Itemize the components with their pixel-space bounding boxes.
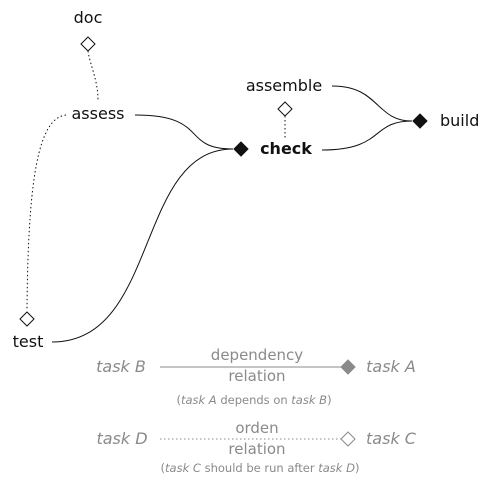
dependency-marker-icon: [412, 113, 428, 129]
legend-order-label-line1: orden: [235, 419, 278, 437]
dependency-marker-icon: [233, 141, 249, 157]
node-check: check: [260, 139, 312, 158]
edge-test-check: [51, 148, 234, 343]
edge-assess-check: [134, 114, 234, 150]
node-assess: assess: [72, 104, 125, 123]
node-assemble: assemble: [246, 76, 322, 95]
legend-dependency-marker-icon: [340, 359, 356, 375]
legend-dependency-note: (task A depends on task B): [176, 393, 331, 407]
legend-dependency-label-line2: relation: [228, 367, 285, 385]
node-doc: doc: [74, 8, 103, 27]
legend-order-to-task: task C: [366, 429, 417, 448]
edge-check-build: [321, 120, 413, 151]
node-build: build: [440, 111, 479, 130]
order-marker-icon: [80, 36, 96, 52]
legend-order-from-task: task D: [96, 429, 147, 448]
edge-assemble-build: [331, 85, 413, 122]
order-marker-icon: [277, 101, 293, 117]
edge-assess-test: [26, 114, 67, 311]
legend-order-marker-icon: [340, 431, 356, 447]
legend-order-label-line2: relation: [228, 440, 285, 458]
legend-dependency-to-task: task A: [366, 357, 416, 376]
edge-doc-assess: [87, 50, 99, 101]
legend-order-note: (task C should be run after task D): [161, 461, 360, 475]
node-test: test: [13, 332, 44, 351]
order-marker-icon: [19, 311, 35, 327]
legend-dependency-label-line1: dependency: [211, 346, 304, 364]
legend-dependency-from-task: task B: [96, 357, 146, 376]
